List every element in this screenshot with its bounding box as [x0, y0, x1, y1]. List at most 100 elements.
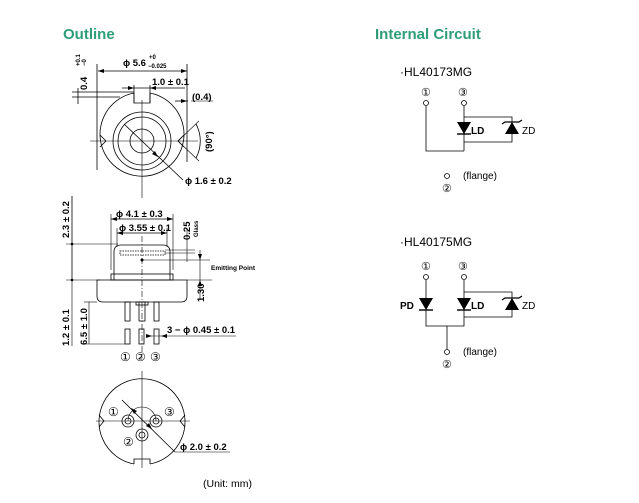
circuit-hl40175mg: ·HL40175MG ① ③ PD LD ZD (flange) ② — [400, 235, 535, 371]
arrow-head — [131, 408, 137, 414]
circuit-2-flange-label: (flange) — [463, 347, 497, 358]
side-pin-1-label: ① — [120, 350, 131, 364]
arrow-head — [152, 151, 158, 157]
circuit-1-zd-label: ZD — [522, 126, 535, 137]
internal-circuit-heading: Internal Circuit — [375, 26, 481, 43]
circuit-1-terminal-3 — [461, 100, 467, 106]
window-diameter-label: ϕ 1.6 ± 0.2 — [185, 176, 232, 187]
circuit-2-pin-2-label: ② — [442, 359, 452, 371]
arrow-head — [181, 69, 187, 73]
emitting-point-label: Emitting Point — [211, 265, 256, 272]
circuit-2-pin-3-label: ③ — [458, 261, 468, 273]
notch-depth-tol-plus: +0.1 — [76, 53, 82, 66]
bottom-pin-1-label: ① — [108, 405, 119, 419]
lead-3-upper — [153, 301, 160, 322]
circuit-hl40173mg: ·HL40173MG ① ③ LD ZD (flange) ② — [400, 65, 535, 195]
arrow-head — [161, 334, 167, 338]
cap-height-label: 2.3 ± 0.2 — [61, 201, 72, 238]
circuit-1-ld-diode-icon — [457, 122, 471, 134]
angle-leg — [177, 120, 200, 142]
circuit-2-pd-diode-icon — [419, 298, 433, 310]
arrow-head — [161, 231, 167, 235]
cap-diameter-label: ϕ 4.1 ± 0.3 — [116, 209, 163, 220]
flange-body — [96, 279, 188, 303]
angle-leg — [177, 140, 200, 162]
circuit-2-pin-1-label: ① — [421, 261, 431, 273]
top-view: ϕ 5.6 +0 −0.025 1.0 ± 0.1 0.4 +0.1 −0 (0… — [72, 53, 232, 198]
arrow-head — [198, 254, 202, 260]
circuit-2-zd-label: ZD — [522, 301, 535, 312]
bottom-pin-2-label: ② — [123, 435, 134, 449]
pin-circle-diameter-label: ϕ 2.0 ± 0.2 — [180, 442, 227, 453]
circuit-1-wire-pin1 — [425, 106, 464, 152]
arrow-head — [146, 334, 152, 338]
circuit-1-pin-2-label: ② — [442, 183, 452, 195]
arrow-head — [128, 86, 134, 90]
bottom-pin-3-label: ③ — [164, 405, 175, 419]
arrow-head — [167, 217, 173, 221]
circuit-1-pin-1-label: ① — [421, 87, 431, 99]
lead-length-label: 6.5 ± 1.0 — [79, 308, 90, 345]
circuit-1-model: ·HL40173MG — [400, 65, 472, 79]
main-diameter-tol-minus: −0.025 — [148, 64, 167, 70]
arrow-head — [181, 99, 187, 103]
notch-depth-label: 0.4 — [79, 76, 90, 90]
emitting-height-label: 1.30 — [196, 284, 207, 303]
lead-2-lower — [138, 328, 145, 345]
bottom-pin-2-inner — [138, 431, 146, 439]
arrow-head — [150, 86, 156, 90]
circuit-2-ld-label: LD — [471, 301, 484, 312]
window-diameter-leader — [123, 123, 184, 181]
bottom-pin-3-outer — [149, 414, 163, 428]
dim-dot — [70, 242, 74, 246]
unit-note: (Unit: mm) — [203, 478, 252, 490]
circuit-2-terminal-1 — [423, 274, 429, 280]
circuit-2-pd-label: PD — [400, 301, 414, 312]
notch-depth-tol-minus: −0 — [82, 58, 88, 66]
arrow-head — [111, 217, 117, 221]
circuit-2-terminal-2 — [444, 349, 450, 355]
circuit-1-terminal-1 — [423, 100, 429, 106]
main-diameter-label: ϕ 5.6 — [123, 58, 146, 69]
arrow-head — [146, 423, 152, 429]
glass-label: Glass — [194, 220, 200, 237]
side-pin-2-label: ② — [135, 350, 146, 364]
circuit-1-zd-zener-bar — [501, 119, 523, 125]
notch-width-label: 1.0 ± 0.1 — [152, 77, 190, 88]
circuit-1-zd-diode-icon — [505, 122, 519, 134]
bottom-view: ϕ 2.0 ± 0.2 ① ② ③ — [96, 371, 230, 468]
circuit-1-ld-label: LD — [471, 126, 484, 137]
circuit-2-zd-diode-icon — [505, 298, 519, 310]
circuit-2-terminal-3 — [461, 274, 467, 280]
lead-2-collar — [135, 301, 149, 306]
glass-window — [119, 250, 166, 256]
circuit-2-model: ·HL40175MG — [400, 235, 472, 249]
bottom-pin-2-outer — [135, 428, 149, 442]
circuit-2-ld-diode-icon — [457, 298, 471, 310]
arrow-head — [117, 231, 123, 235]
arrow-head — [198, 280, 202, 286]
lead-3-lower — [153, 328, 160, 345]
circuit-1-terminal-2 — [444, 173, 450, 179]
lead-1-upper — [124, 301, 131, 322]
angle-label: (90°) — [204, 131, 215, 152]
lead-diameter-label: 3 − ϕ 0.45 ± 0.1 — [167, 325, 236, 336]
glass-thickness-label: 0.25 — [182, 221, 193, 240]
circuit-1-flange-label: (flange) — [463, 171, 497, 182]
bottom-pin-1-inner — [124, 417, 132, 425]
circuit-2-main-wire — [425, 280, 465, 327]
bottom-pin-1-outer — [121, 414, 135, 428]
outline-heading: Outline — [63, 26, 115, 43]
circuit-1-pin-3-label: ③ — [458, 87, 468, 99]
bottom-pin-3-inner — [152, 417, 160, 425]
side-pin-3-label: ③ — [150, 350, 161, 364]
lead-1-lower — [124, 328, 131, 345]
circuit-2-zd-zener-bar — [501, 295, 523, 301]
side-view: 2.3 ± 0.2 ϕ 4.1 ± 0.3 ϕ 3.55 ± 0.1 0.25 … — [61, 196, 256, 364]
edge-offset-label: (0.4) — [192, 92, 212, 103]
arrow-head — [98, 69, 104, 73]
pin-circle-arc — [127, 406, 157, 422]
angle-arc — [195, 123, 201, 159]
flange-thickness-label: 1.2 ± 0.1 — [61, 308, 72, 346]
